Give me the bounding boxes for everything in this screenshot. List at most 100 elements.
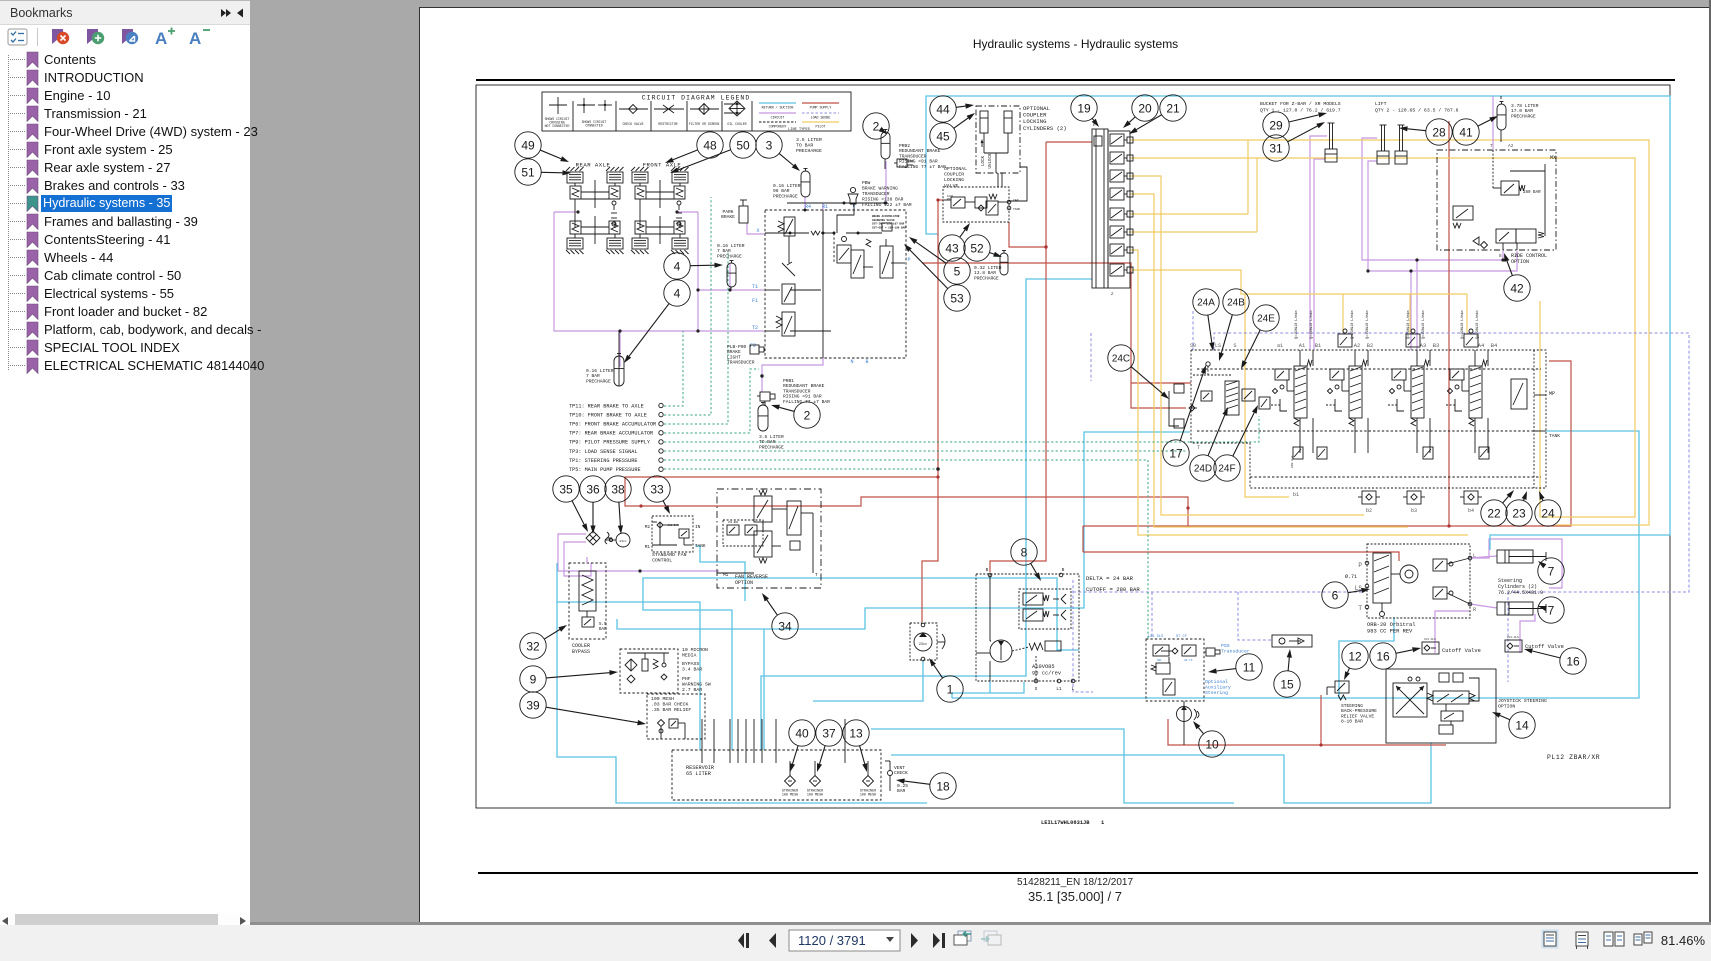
svg-text:b4: b4: [1468, 508, 1474, 514]
svg-text:280 BAR: 280 BAR: [1523, 191, 1541, 195]
svg-text:PLB-P0D: PLB-P0D: [727, 344, 747, 350]
svg-text:TP9: PILOT PRESSURE SUPPLY: TP9: PILOT PRESSURE SUPPLY: [569, 440, 651, 446]
svg-text:33: 33: [650, 482, 664, 496]
svg-text:Q=150&10 L/min: Q=150&10 L/min: [1294, 311, 1299, 340]
svg-text:3.5 LITER: 3.5 LITER: [796, 137, 822, 143]
svg-text:P: P: [907, 257, 910, 263]
svg-text:TANK: TANK: [1549, 433, 1560, 439]
svg-text:81.46%: 81.46%: [1661, 933, 1706, 948]
svg-text:Auxiliary: Auxiliary: [1205, 685, 1231, 691]
svg-text:17.0 BAR: 17.0 BAR: [1511, 108, 1533, 114]
svg-text:29: 29: [1269, 118, 1283, 132]
svg-text:76.2/44.5X481.9: 76.2/44.5X481.9: [1498, 590, 1543, 596]
svg-text:PSS: PSS: [1221, 643, 1230, 649]
svg-text:TO BAR: TO BAR: [759, 439, 776, 445]
svg-text:T1: T1: [752, 284, 758, 290]
svg-text:32: 32: [526, 639, 540, 653]
svg-text:12: 12: [1348, 649, 1362, 663]
svg-text:L: L: [1473, 553, 1476, 559]
svg-text:OIL COOLER: OIL COOLER: [727, 122, 746, 126]
svg-text:B1: B1: [1315, 343, 1321, 349]
svg-text:a1: a1: [1277, 343, 1283, 349]
svg-text:41: 41: [1459, 125, 1473, 139]
svg-text:T: T: [815, 573, 818, 578]
svg-text:20: 20: [1138, 101, 1152, 115]
svg-text:LS1 SLS: LS1 SLS: [1148, 635, 1163, 639]
svg-text:3: 3: [766, 138, 773, 152]
svg-text:R1: R1: [822, 204, 828, 210]
svg-text:Cutoff Valve: Cutoff Valve: [1442, 648, 1481, 654]
svg-text:36: 36: [586, 482, 600, 496]
svg-text:0.32 LITER: 0.32 LITER: [974, 265, 1002, 271]
svg-text:CIRCUIT: CIRCUIT: [771, 116, 785, 120]
svg-text:OPTIONAL: OPTIONAL: [944, 166, 967, 172]
svg-text:FILTER OR SCREEN: FILTER OR SCREEN: [689, 122, 720, 126]
svg-text:2: 2: [804, 408, 811, 422]
svg-text:24: 24: [1541, 506, 1555, 520]
svg-text:S: S: [1233, 343, 1236, 349]
svg-text:23: 23: [1512, 506, 1526, 520]
svg-text:FALLING 122 ±7 BAR: FALLING 122 ±7 BAR: [862, 202, 912, 208]
svg-text:B: B: [865, 359, 868, 365]
svg-text:ORB-20 Orbitral: ORB-20 Orbitral: [1367, 622, 1416, 628]
svg-text:FRONT AXLE: FRONT AXLE: [643, 162, 682, 169]
svg-text:35: 35: [559, 482, 573, 496]
svg-text:37: 37: [822, 726, 836, 740]
svg-text:CIRCUIT DIAGRAM LEGEND: CIRCUIT DIAGRAM LEGEND: [642, 95, 751, 102]
svg-text:RETURN / SUCTION: RETURN / SUCTION: [762, 106, 794, 110]
svg-text:18: 18: [936, 779, 950, 793]
svg-text:RESTRICTOR: RESTRICTOR: [658, 122, 677, 126]
svg-text:CYLINDERS (2): CYLINDERS (2): [1023, 125, 1067, 132]
svg-text:CUT-OUT = 190-196 BAR: CUT-OUT = 190-196 BAR: [872, 226, 906, 229]
svg-text:OPTION: OPTION: [1511, 259, 1529, 265]
svg-text:22: 22: [1487, 506, 1501, 520]
svg-text:COMPONENT: COMPONENT: [769, 125, 787, 129]
svg-text:B4: B4: [1491, 343, 1497, 349]
svg-text:24D: 24D: [1194, 464, 1212, 475]
svg-text:NOT CONNECTED: NOT CONNECTED: [545, 124, 570, 128]
svg-text:7 BAR: 7 BAR: [717, 248, 731, 254]
svg-text:1: 1: [1101, 820, 1104, 826]
svg-text:Q=150&10 L/min: Q=150&10 L/min: [1421, 311, 1426, 340]
svg-text:Q=150&10 L/min: Q=150&10 L/min: [1309, 311, 1314, 340]
svg-text:96 BAR: 96 BAR: [773, 188, 790, 194]
svg-text:A: A: [155, 29, 167, 46]
svg-text:100 MESH: 100 MESH: [807, 793, 823, 797]
svg-text:CUT-IN = 157-167 BAR: CUT-IN = 157-167 BAR: [872, 223, 905, 226]
svg-text:LOCKING: LOCKING: [944, 177, 964, 183]
svg-text:13: 13: [849, 726, 863, 740]
svg-text:Transducer: Transducer: [1221, 648, 1250, 654]
svg-text:A3: A3: [1420, 343, 1426, 349]
svg-text:b1: b1: [1293, 492, 1299, 498]
svg-text:REDUNDANT BRAKE: REDUNDANT BRAKE: [783, 383, 825, 389]
svg-text:PUMP SUPPLY: PUMP SUPPLY: [810, 106, 832, 110]
svg-text:3.5 LITER: 3.5 LITER: [759, 434, 784, 440]
svg-text:PRECHARGE: PRECHARGE: [717, 253, 742, 259]
svg-text:24F: 24F: [1218, 464, 1235, 475]
svg-text:PRB2: PRB2: [899, 143, 910, 149]
svg-text:9: 9: [530, 672, 537, 686]
svg-text:B3: B3: [1433, 343, 1439, 349]
svg-text:50: 50: [736, 138, 750, 152]
svg-text:A1: A1: [1299, 343, 1305, 349]
svg-text:38: 38: [611, 482, 625, 496]
svg-text:Optional: Optional: [1205, 679, 1228, 685]
svg-text:BAR: BAR: [599, 628, 607, 632]
svg-text:28: 28: [1432, 125, 1446, 139]
svg-text:7: 7: [1548, 564, 1555, 578]
svg-text:100 MESH: 100 MESH: [782, 793, 798, 797]
svg-text:51: 51: [521, 165, 535, 179]
svg-text:STANDARD FAN: STANDARD FAN: [652, 552, 687, 558]
svg-text:S0: S0: [1190, 343, 1196, 349]
svg-text:LEIL17WHL0831JB: LEIL17WHL0831JB: [1041, 820, 1090, 826]
svg-text:FALLING 77 ±7 BAR: FALLING 77 ±7 BAR: [899, 164, 946, 170]
svg-text:MP: MP: [1549, 391, 1555, 397]
svg-text:24C: 24C: [1112, 354, 1130, 365]
svg-text:Q=150&10 L/min: Q=150&10 L/min: [1406, 311, 1411, 340]
svg-text:b2: b2: [1366, 508, 1372, 514]
svg-text:R: R: [1473, 607, 1476, 613]
svg-text:TRANSDUCER: TRANSDUCER: [727, 360, 755, 366]
svg-text:PARK: PARK: [722, 209, 733, 215]
svg-text:b3: b3: [1411, 508, 1417, 514]
svg-text:CUTOFF = 280 BAR: CUTOFF = 280 BAR: [1086, 586, 1140, 593]
